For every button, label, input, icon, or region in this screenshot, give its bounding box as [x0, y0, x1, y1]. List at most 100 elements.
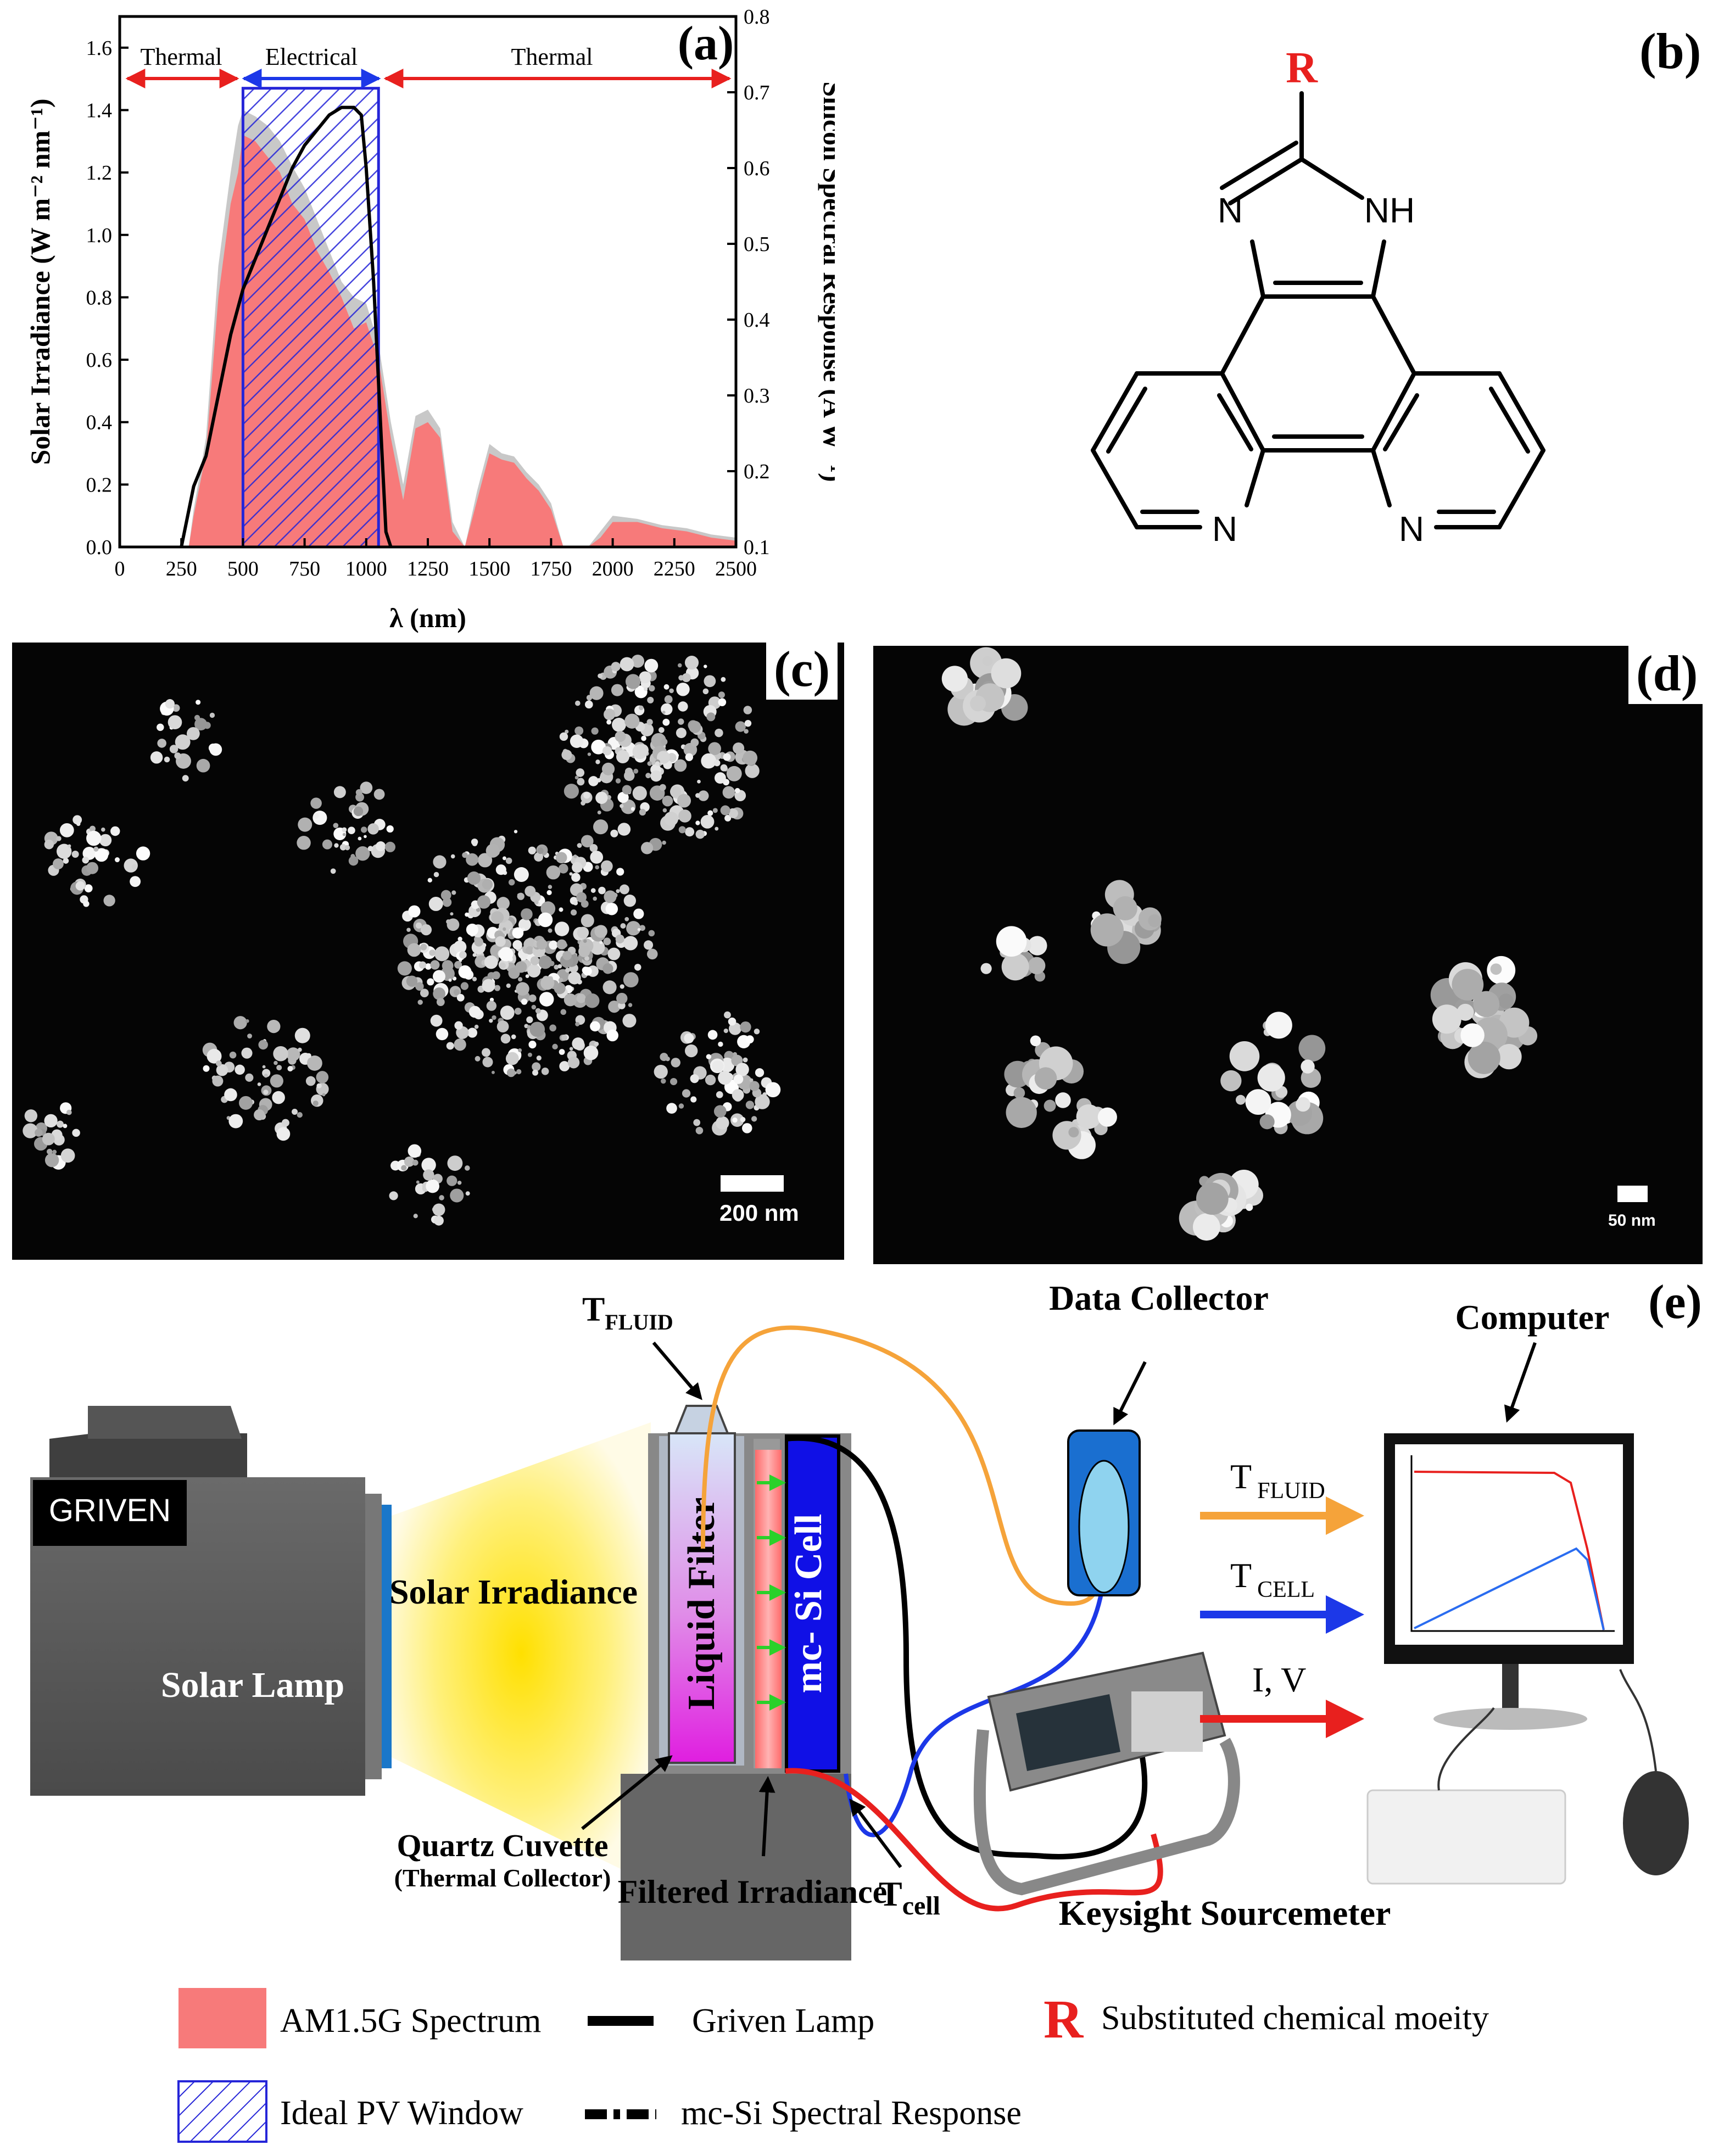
nanoparticle	[634, 964, 641, 971]
nanoparticle	[430, 1014, 443, 1027]
nanoparticle	[433, 872, 439, 878]
wire-red-cell	[785, 1768, 1163, 1912]
nanoparticle	[287, 1065, 293, 1072]
atom-n-bottom-right: N	[1399, 509, 1424, 549]
nanoparticle	[765, 1082, 781, 1098]
si-cell-label: mc- Si Cell	[788, 1514, 830, 1694]
nanoparticle	[662, 718, 670, 726]
nanoparticle	[1055, 1092, 1071, 1108]
nanoparticle	[425, 963, 432, 970]
nanoparticle	[1030, 1035, 1041, 1047]
nanoparticle	[364, 835, 367, 839]
nanoparticle	[330, 868, 336, 874]
nanoparticle	[1028, 957, 1046, 975]
nanoparticle	[574, 775, 579, 780]
nanoparticle	[209, 712, 215, 718]
nanoparticle	[617, 823, 631, 836]
nanoparticle	[490, 911, 504, 924]
nanoparticle	[616, 889, 620, 893]
band-label-electrical: Electrical	[265, 43, 358, 70]
nanoparticle	[539, 992, 554, 1007]
nanoparticle	[728, 1022, 741, 1035]
nanoparticle	[617, 791, 629, 803]
nanoparticle	[478, 853, 493, 868]
nanoparticle	[563, 993, 577, 1007]
y-tick-label: 1.4	[86, 99, 113, 122]
nanoparticle	[624, 713, 640, 729]
nanoparticle	[567, 1057, 580, 1069]
nanoparticle	[353, 806, 364, 817]
nanoparticle	[647, 761, 652, 766]
data-collector-device	[1067, 1429, 1141, 1596]
nanoparticle	[313, 813, 319, 819]
nanoparticle	[996, 926, 1027, 957]
nanoparticle	[599, 941, 603, 945]
nanoparticle	[706, 1054, 712, 1059]
nanoparticle	[207, 1048, 222, 1064]
nanoparticle	[595, 791, 608, 805]
nanoparticle	[465, 1191, 470, 1196]
nanoparticle	[706, 712, 716, 722]
nanoparticle	[272, 1091, 285, 1104]
nanoparticle	[565, 729, 569, 734]
nanoparticle	[421, 1158, 436, 1172]
nanoparticle	[530, 956, 539, 965]
nanoparticle	[624, 770, 635, 781]
nanoparticle	[376, 841, 386, 852]
nanoparticle	[502, 856, 506, 861]
nanoparticle	[525, 946, 534, 955]
nanoparticle	[540, 976, 555, 990]
nanoparticle	[130, 876, 141, 887]
nanoparticle	[571, 873, 581, 882]
wire-blue-tcell	[844, 1576, 1106, 1837]
nanoparticle	[732, 1117, 738, 1123]
nanoparticle	[701, 753, 717, 769]
nanoparticle	[682, 1089, 691, 1098]
nanoparticle	[60, 1148, 75, 1163]
nanoparticle	[664, 695, 673, 703]
t-cell-pointer	[849, 1798, 902, 1868]
y-tick-label: 0.8	[86, 286, 113, 309]
nanoparticle	[611, 662, 621, 672]
nanoparticle	[712, 808, 718, 813]
nanoparticle	[267, 1020, 281, 1034]
nanoparticle	[516, 982, 529, 996]
nanoparticle	[698, 790, 709, 801]
nanoparticle	[611, 684, 624, 696]
nanoparticle	[71, 850, 79, 858]
nanoparticle	[44, 1153, 59, 1168]
nanoparticle	[505, 1052, 519, 1065]
nanoparticle	[707, 1030, 718, 1040]
band-label-thermal-left: Thermal	[140, 43, 222, 70]
nanoparticle	[715, 826, 719, 831]
atom-n-left: N	[1218, 191, 1243, 230]
nanoparticle	[286, 1047, 300, 1062]
nanoparticle	[644, 658, 659, 673]
nanoparticle	[723, 1028, 728, 1034]
x-tick-label: 0	[115, 557, 125, 580]
nanoparticle	[241, 1047, 253, 1059]
nanoparticle	[333, 823, 339, 829]
nanoparticle	[404, 1157, 415, 1167]
nanoparticle	[538, 955, 552, 969]
nanoparticle	[623, 894, 637, 907]
nanoparticle	[678, 1103, 684, 1109]
nanoparticle	[423, 1169, 434, 1181]
nanoparticle	[620, 804, 624, 808]
nanoparticle	[572, 1037, 584, 1050]
nanoparticle	[684, 1044, 698, 1058]
nanoparticle	[72, 1129, 80, 1137]
nanoparticle	[467, 1027, 478, 1038]
nanoparticle	[671, 1058, 680, 1068]
nanoparticle	[447, 1155, 463, 1171]
nanoparticle	[389, 1191, 398, 1200]
nanoparticle	[690, 738, 699, 747]
data-collector-label: Data Collector	[1049, 1278, 1269, 1317]
quartz-sublabel: (Thermal Collector)	[394, 1864, 611, 1892]
panel-tag-b: (b)	[1639, 23, 1701, 79]
series-mcsi-response	[180, 105, 393, 548]
nanoparticle	[705, 1074, 716, 1086]
nanoparticle	[420, 943, 427, 951]
nanoparticle	[486, 1001, 497, 1011]
